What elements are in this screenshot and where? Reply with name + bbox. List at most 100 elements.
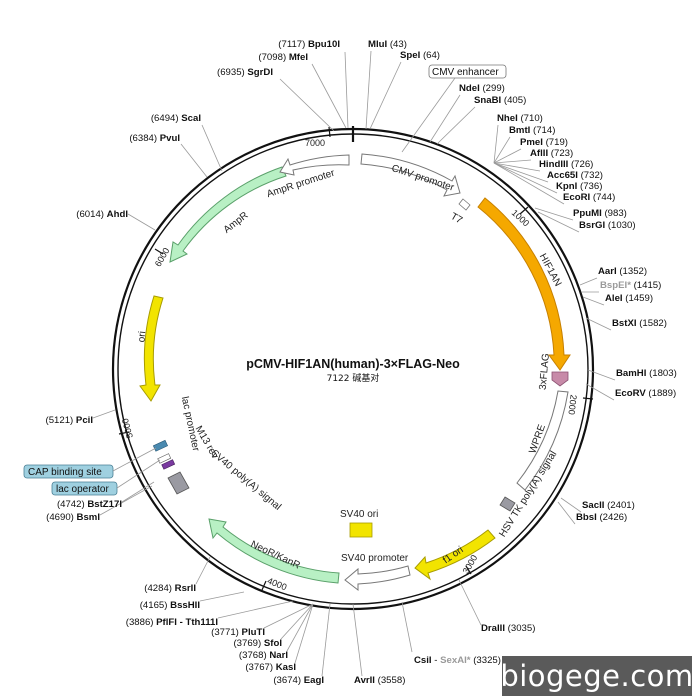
site-label-nhei: NheI (710) [497, 113, 543, 124]
site-leader-line [557, 501, 576, 525]
site-label-nari: (3768) NarI [239, 650, 288, 661]
site-label-aari: AarI (1352) [598, 266, 647, 277]
label-3xflag: 3xFLAG [538, 353, 552, 391]
site-label-bsshii: (4165) BssHII [140, 600, 201, 611]
site-label-csii-sexai: CsiI - SexAI* (3325) [414, 655, 501, 666]
site-leader-line [263, 603, 314, 629]
site-leader-line [199, 591, 245, 602]
feature-sv40-polya-box [167, 471, 190, 495]
site-leader-line [458, 579, 482, 626]
site-leader-line [99, 485, 153, 516]
site-leader-line [201, 124, 223, 172]
site-label-bsrgi: BsrGI (1030) [579, 220, 636, 231]
label-sv40-ori: SV40 ori [340, 509, 378, 520]
label-cap-binding-site: CAP binding site [28, 467, 102, 478]
site-label-snabi: SnaBI (405) [474, 95, 526, 106]
label-lac-operator-box: lac operator [51, 481, 118, 496]
site-leader-line [279, 78, 335, 132]
label-ampr: AmpR [222, 210, 251, 236]
site-leader-line [429, 94, 461, 143]
feature-ampr-promoter [279, 154, 350, 176]
label-t7: T7 [448, 211, 464, 227]
site-label-ecori: EcoRI (744) [563, 192, 615, 203]
site-label-ahdi: (6014) AhdI [76, 209, 128, 220]
site-label-bamhi: BamHI (1803) [616, 368, 677, 379]
site-label-ecorv: EcoRV (1889) [615, 388, 676, 399]
site-leader-line [365, 50, 372, 130]
site-leader-line [560, 497, 582, 513]
feature-wpre [516, 390, 569, 491]
site-leader-line [493, 124, 499, 164]
site-label-pcii: (5121) PciI [46, 415, 94, 426]
site-label-mfei: (7098) MfeI [258, 52, 308, 63]
site-leader-line [352, 603, 363, 677]
feature-m13-box [161, 459, 176, 470]
site-label-bpu10i: (7117) Bpu10I [278, 39, 340, 50]
map-subtitle: 7122 碱基对 [327, 372, 380, 384]
site-label-bsmi: (4690) BsmI [46, 512, 100, 523]
site-leader-line [180, 143, 208, 178]
site-leader-line [436, 106, 476, 145]
tick-label-2000: 2000 [566, 394, 578, 415]
tick-4000: 4000 [261, 576, 288, 592]
site-label-draiii: DraIII (3035) [481, 623, 535, 634]
tick-7000: 7000 [305, 126, 331, 148]
site-label-acc65i: Acc65I (732) [547, 170, 603, 181]
site-label-kasi: (3767) KasI [245, 662, 296, 673]
feature-neor-kanr [208, 518, 340, 584]
feature-ampr [169, 166, 287, 263]
site-leader-line [344, 51, 349, 129]
site-label-rsrii: (4284) RsrII [144, 583, 196, 594]
site-label-alei: AleI (1459) [605, 293, 653, 304]
label-cmv-enhancer-box: CMV enhancer [428, 64, 507, 79]
site-label-pmei: PmeI (719) [520, 137, 568, 148]
feature-3xflag [551, 371, 569, 387]
feature-hsv-tk-polya [499, 496, 516, 512]
label-lac-operator: lac operator [56, 484, 109, 495]
feature-cap-box [152, 439, 169, 452]
site-leader-line [369, 61, 402, 130]
site-label-bstxi: BstXI (1582) [612, 318, 667, 329]
site-label-bstz17i: (4742) BstZ17I [57, 499, 122, 510]
site-leader-line [587, 369, 616, 381]
site-label-sacii: SacII (2401) [582, 500, 635, 511]
site-label-ndei: NdeI (299) [459, 83, 505, 94]
site-leader-line [582, 296, 605, 306]
site-label-avrii: AvrII (3558) [354, 675, 405, 686]
site-label-mlui: MluI (43) [368, 39, 407, 50]
site-leader-line [493, 162, 549, 183]
site-leader-line [493, 162, 541, 172]
site-label-aflii: AflII (723) [530, 148, 573, 159]
feature-t7 [458, 198, 471, 211]
site-leader-line [121, 481, 155, 503]
site-leader-line [92, 409, 116, 419]
label-ori: ori [136, 331, 148, 343]
site-leader-line [127, 213, 156, 231]
label-cap-binding-box: CAP binding site [23, 464, 114, 479]
site-label-scai: (6494) ScaI [151, 113, 201, 124]
site-leader-line [493, 162, 565, 205]
label-lac-promoter: lac promoter [179, 396, 201, 453]
site-leader-line [493, 159, 532, 164]
feature-cmv-promoter [360, 153, 461, 197]
site-leader-line [401, 601, 413, 653]
feature-ori [139, 295, 164, 402]
label-sv40-polya: SV40 poly(A) signal [209, 448, 283, 513]
tick-label-7000: 7000 [305, 138, 325, 148]
label-sv40-promoter: SV40 promoter [341, 553, 409, 564]
tick-2000: 2000 [566, 394, 594, 415]
site-leader-line [286, 603, 314, 652]
site-labels: (7117) Bpu10I (7098) MfeI (6935) SgrDI MluI… [46, 39, 677, 686]
site-leader-line [195, 556, 211, 585]
site-leader-line [534, 207, 574, 221]
site-label-sgrdi: (6935) SgrDI [217, 67, 273, 78]
site-leader-line [585, 383, 615, 401]
label-cmv-enhancer: CMV enhancer [432, 67, 499, 78]
feature-sv40-ori [349, 522, 373, 538]
site-label-eagi: (3674) EagI [273, 675, 324, 686]
site-label-bspei-: BspEI* (1415) [600, 280, 661, 291]
site-label-ppumi: PpuMI (983) [573, 208, 627, 219]
site-leader-line [537, 211, 580, 233]
site-label-sfoi: (3769) SfoI [233, 638, 282, 649]
